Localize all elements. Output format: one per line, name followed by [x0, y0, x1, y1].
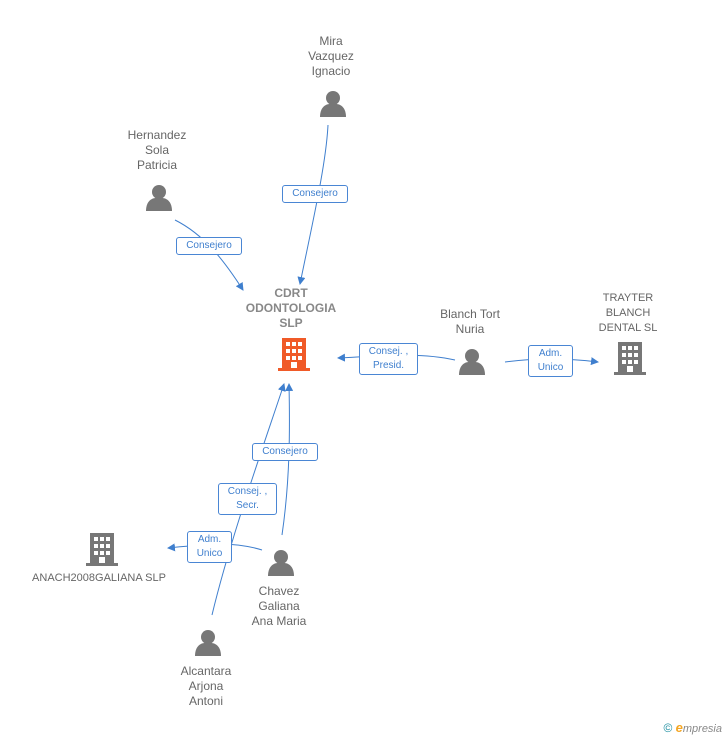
- person-icon[interactable]: [146, 185, 172, 211]
- edge-label-hernandez-cdrt[interactable]: Consejero: [176, 237, 242, 255]
- building-icon-anach[interactable]: [86, 533, 118, 566]
- node-label-blanch[interactable]: Blanch Tort Nuria: [440, 307, 500, 336]
- node-label-mira[interactable]: Mira Vazquez Ignacio: [308, 34, 354, 78]
- edge-label-mira-cdrt[interactable]: Consejero: [282, 185, 348, 203]
- person-icon[interactable]: [320, 91, 346, 117]
- node-label-hernandez[interactable]: Hernandez Sola Patricia: [127, 128, 187, 172]
- edge-label-blanch-cdrt[interactable]: Consej. , Presid.: [359, 343, 418, 375]
- edge-label-chavez-cdrt[interactable]: Consejero: [252, 443, 318, 461]
- edge-mira-cdrt: [297, 124, 329, 285]
- node-label-cdrt[interactable]: CDRT ODONTOLOGIA SLP: [245, 286, 337, 330]
- person-icon[interactable]: [459, 349, 485, 375]
- edge-hernandez-cdrt: [174, 219, 244, 291]
- edge-label-blanch-trayter[interactable]: Adm. Unico: [528, 345, 573, 377]
- edge-label-chavez-anach[interactable]: Adm. Unico: [187, 531, 232, 563]
- empresia-logo-text: mpresia: [682, 723, 722, 735]
- node-label-chavez[interactable]: Chavez Galiana Ana Maria: [251, 584, 307, 628]
- building-icon-cdrt[interactable]: [278, 338, 310, 371]
- person-icon[interactable]: [195, 630, 221, 656]
- node-label-alcantara[interactable]: Alcantara Arjona Antoni: [180, 664, 232, 708]
- copyright-symbol: ©: [663, 721, 673, 735]
- node-label-anach[interactable]: ANACH2008GALIANA SLP: [32, 572, 166, 584]
- building-icon-trayter[interactable]: [614, 342, 646, 375]
- empresia-logo-initial: e: [675, 720, 683, 735]
- copyright-watermark: © empresia: [663, 720, 722, 735]
- node-label-trayter[interactable]: TRAYTER BLANCH DENTAL SL: [598, 292, 658, 334]
- edge-label-alcantara-cdrt[interactable]: Consej. , Secr.: [218, 483, 277, 515]
- person-icon[interactable]: [268, 550, 294, 576]
